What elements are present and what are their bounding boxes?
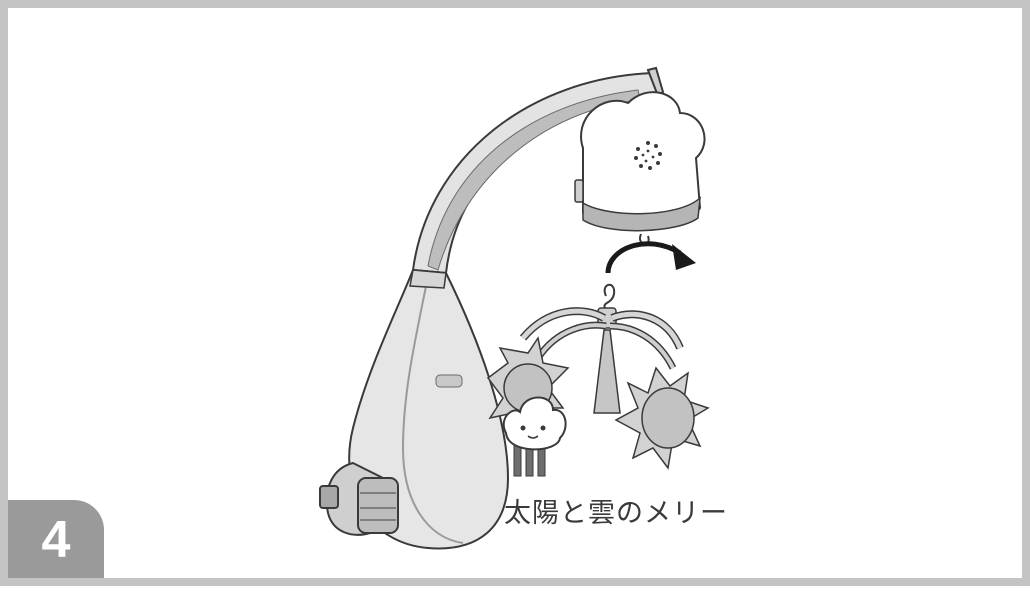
clamp-knob <box>319 461 399 536</box>
cloud-toy <box>502 396 567 477</box>
step-badge: 4 <box>8 500 104 578</box>
sun-toy-right <box>614 366 710 470</box>
speaker-grille-icon <box>634 141 662 170</box>
cloud-eye-right-icon <box>540 425 546 431</box>
curved-arrow-icon <box>605 241 696 274</box>
mobile-hanger <box>519 283 684 414</box>
mobile-base <box>319 268 510 550</box>
product-caption: 太陽と雲のメリー <box>504 498 728 529</box>
mobile-arm <box>411 66 665 275</box>
fisher-price-logo-icon <box>435 374 463 388</box>
cloud-speaker <box>574 91 706 245</box>
cloud-smile-icon <box>527 435 539 439</box>
mobile-illustration <box>319 66 710 550</box>
cloud-eye-left-icon <box>520 425 526 431</box>
step-number: 4 <box>41 511 71 569</box>
